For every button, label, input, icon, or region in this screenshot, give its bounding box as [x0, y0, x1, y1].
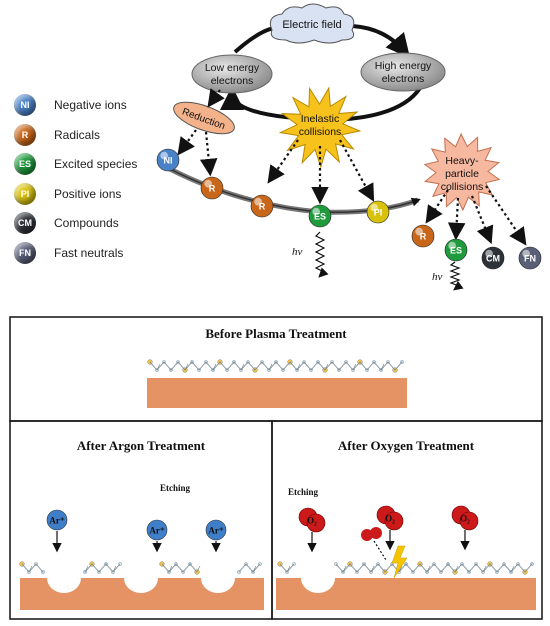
panel-argon-title: After Argon Treatment — [77, 438, 206, 453]
legend-swatch: CM — [14, 212, 36, 234]
inelastic-label-2: collisions — [299, 126, 342, 138]
argon-ion: Ar⁺ — [205, 519, 227, 553]
product-particle-cm: CM — [481, 246, 505, 270]
legend-label: Negative ions — [54, 98, 127, 112]
argon-ion-label: Ar⁺ — [149, 526, 164, 536]
legend-item: NI Negative ions — [14, 93, 127, 117]
panel-oxygen-title: After Oxygen Treatment — [338, 438, 475, 453]
heavy-collision-products: R ES CM FN — [411, 224, 542, 270]
panel-oxygen-frame — [271, 420, 543, 620]
reduction-ellipse: Reduction — [173, 101, 235, 135]
heavy-label-1: Heavy- — [445, 155, 479, 167]
etch-pits — [47, 563, 335, 593]
legend-item: CM Compounds — [14, 211, 119, 235]
legend-label: Excited species — [54, 157, 138, 171]
legend-item: ES Excited species — [14, 152, 137, 176]
legend-swatch: PI — [14, 182, 36, 205]
heavy-label-3: collisions — [441, 181, 484, 193]
panel-before-title: Before Plasma Treatment — [205, 326, 347, 341]
chain-particles: NI R R ES PI — [156, 148, 390, 228]
photon-wave-1 — [314, 231, 329, 278]
legend-item: FN Fast neutrals — [14, 241, 123, 265]
heavy-particle-collisions-starburst: Heavy- particle collisions — [423, 132, 501, 212]
hv-label-2: hv — [432, 271, 443, 283]
argon-ion: Ar⁺ — [46, 509, 68, 553]
product-particle-fn: FN — [518, 246, 542, 270]
oxygen-fragment — [361, 527, 387, 561]
legend-label: Fast neutrals — [54, 245, 124, 260]
oxygen-ion: O₂ — [451, 505, 479, 551]
product-particle-r: R — [411, 224, 435, 248]
oxygen-ion-label: O₂ — [460, 514, 470, 524]
polymer-chain-molecules — [19, 359, 534, 575]
low-energy-electrons-bubble: Low energy electrons — [191, 54, 273, 94]
product-particle-es-label: ES — [450, 246, 462, 256]
chain-particle-es-label: ES — [314, 212, 326, 222]
product-particle-fn-label: FN — [524, 254, 536, 264]
argon-ion-label: Ar⁺ — [208, 526, 223, 536]
legend-label: Radicals — [54, 127, 101, 142]
dotted-arrows — [177, 88, 527, 246]
oxygen-ion-label: O₂ — [307, 516, 317, 526]
inelastic-collisions-starburst: Inelastic collisions — [278, 86, 362, 169]
chain-particle-ni-label: NI — [164, 156, 173, 166]
oxygen-etching-label: Etching — [288, 487, 319, 497]
chain-particle-r-label: R — [259, 202, 266, 212]
argon-ion: Ar⁺ — [146, 519, 168, 553]
oxygen-ion: O₂ — [376, 505, 404, 551]
legend-swatch: NI — [14, 94, 36, 116]
chain-particle-es: ES — [308, 204, 332, 228]
cycle-arc-top-left — [233, 26, 276, 54]
heavy-label-2: particle — [445, 168, 479, 180]
legend-swatch: FN — [14, 241, 36, 264]
chain-particle-pi: PI — [366, 200, 390, 224]
chain-particle-ni: NI — [156, 148, 180, 172]
oxygen-ion-label: O₂ — [385, 514, 395, 524]
electric-field-cloud: Electric field — [269, 3, 355, 44]
substrate-before — [147, 378, 407, 408]
oxygen-ions: O₂ O₂ O₂ — [298, 505, 479, 553]
chain-particle-r: R — [200, 176, 224, 200]
product-particle-r-label: R — [420, 232, 427, 242]
chain-particle-r-label: R — [209, 184, 216, 194]
high-energy-label-2: electrons — [382, 73, 425, 85]
chain-particle-r: R — [250, 194, 274, 218]
electric-field-label: Electric field — [282, 19, 341, 31]
cycle-arc-top-right — [351, 24, 411, 59]
argon-ions: Ar⁺ Ar⁺ Ar⁺ — [46, 509, 227, 553]
chain-particle-pi-label: PI — [374, 208, 383, 218]
product-particle-cm-label: CM — [486, 254, 500, 264]
legend-label: Compounds — [54, 216, 119, 230]
photon-wave-2 — [449, 261, 464, 291]
legend-swatch: ES — [14, 153, 36, 175]
inelastic-label-1: Inelastic — [301, 113, 340, 125]
product-particle-es: ES — [444, 238, 468, 262]
oxygen-ion: O₂ — [298, 507, 326, 553]
legend-item: PI Positive ions — [14, 182, 121, 206]
legend-item: R Radicals — [14, 123, 100, 147]
legend-label: Positive ions — [54, 186, 122, 201]
high-energy-electrons-bubble: High energy electrons — [360, 52, 446, 92]
lightning-icon — [391, 545, 408, 579]
low-energy-label-2: electrons — [211, 75, 254, 87]
legend-swatch: R — [14, 123, 36, 146]
low-energy-label-1: Low energy — [205, 62, 260, 74]
hv-label-1: hv — [292, 246, 303, 258]
argon-etching-label: Etching — [160, 483, 191, 493]
argon-ion-label: Ar⁺ — [49, 516, 64, 526]
high-energy-label-1: High energy — [375, 60, 432, 72]
